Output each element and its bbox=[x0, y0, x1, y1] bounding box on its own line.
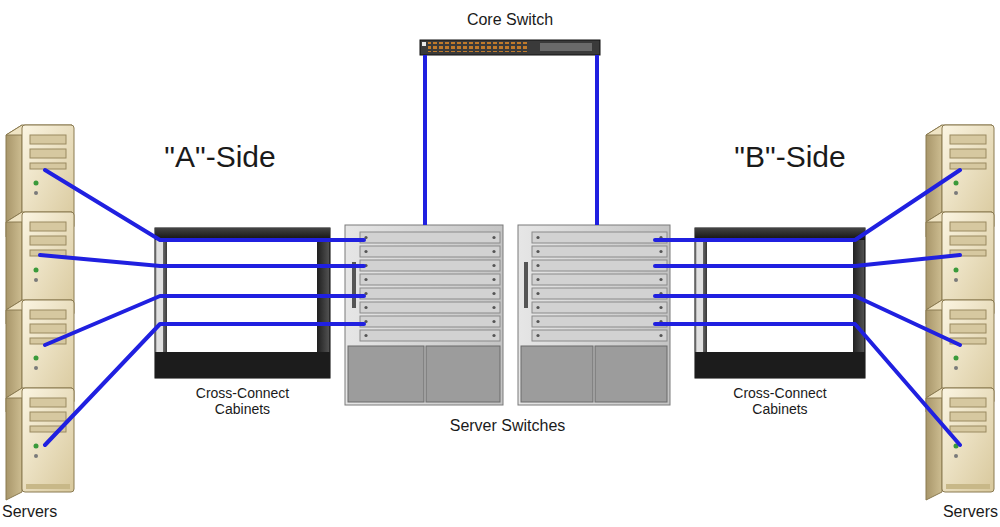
switch-chassis bbox=[518, 225, 670, 405]
slot-screw bbox=[364, 250, 367, 253]
switch-slot bbox=[532, 232, 667, 243]
network-cable bbox=[670, 238, 695, 242]
core-switch-body bbox=[420, 40, 600, 55]
core-switch: Core Switch bbox=[420, 40, 600, 55]
network-cable bbox=[670, 322, 695, 326]
slot-screw bbox=[492, 306, 495, 309]
label-box: Servers bbox=[943, 503, 998, 521]
slot-screw bbox=[492, 236, 495, 239]
node-label-box: Server Switches bbox=[450, 417, 566, 435]
slot-screw bbox=[536, 306, 539, 309]
side-heading: "A"-Side bbox=[164, 140, 275, 175]
slot-screw bbox=[492, 278, 495, 281]
slot-screw bbox=[536, 292, 539, 295]
slot-screw bbox=[536, 236, 539, 239]
switch-slot bbox=[532, 260, 667, 271]
switch-slot bbox=[360, 330, 500, 341]
network-cable bbox=[330, 238, 345, 242]
switch-slot bbox=[360, 274, 500, 285]
label-box: Servers bbox=[2, 503, 57, 521]
server-cables bbox=[40, 170, 960, 445]
slot-screw bbox=[659, 278, 662, 281]
side-heading: "B"-Side bbox=[734, 140, 845, 175]
node-label: Server Switches bbox=[450, 417, 566, 435]
cabinet-frame bbox=[155, 228, 330, 378]
node-label: Cross-Connect Cabinets bbox=[715, 385, 845, 417]
servers-label: Servers bbox=[943, 503, 998, 521]
server-switches: Server Switches bbox=[345, 225, 670, 405]
switch-slot bbox=[532, 302, 667, 313]
switch-slot bbox=[360, 260, 500, 271]
slot-screw bbox=[536, 320, 539, 323]
switch-chassis bbox=[345, 225, 503, 405]
slot-screw bbox=[492, 292, 495, 295]
network-cable bbox=[330, 322, 345, 326]
switch-slot bbox=[532, 246, 667, 257]
servers-label: Servers bbox=[2, 503, 57, 521]
slot-screw bbox=[536, 278, 539, 281]
slot-screw bbox=[492, 250, 495, 253]
network-cable bbox=[423, 55, 427, 225]
switch-slot bbox=[360, 316, 500, 327]
switch-slot bbox=[360, 302, 500, 313]
node-label: Cross-Connect Cabinets bbox=[178, 385, 308, 417]
slot-screw bbox=[492, 320, 495, 323]
network-cable bbox=[670, 264, 695, 268]
slot-screw bbox=[659, 334, 662, 337]
slot-screw bbox=[659, 250, 662, 253]
network-cable bbox=[330, 264, 345, 268]
switch-slot bbox=[360, 232, 500, 243]
cross-connect-cabinet: Cross-Connect Cabinets bbox=[695, 228, 865, 378]
slot-screw bbox=[536, 264, 539, 267]
slot-screw bbox=[364, 278, 367, 281]
slot-screw bbox=[364, 334, 367, 337]
slot-screw bbox=[536, 334, 539, 337]
slot-screw bbox=[492, 264, 495, 267]
slot-screw bbox=[492, 334, 495, 337]
switch-slot bbox=[532, 274, 667, 285]
slot-screw bbox=[536, 250, 539, 253]
slot-screw bbox=[659, 306, 662, 309]
node-label: Core Switch bbox=[467, 11, 553, 29]
network-cable bbox=[670, 294, 695, 298]
node-label-box: Core Switch bbox=[467, 11, 553, 29]
cabinet-frame bbox=[695, 228, 865, 378]
switch-slot bbox=[360, 246, 500, 257]
cross-connect-cabinet: Cross-Connect Cabinets bbox=[155, 228, 330, 378]
switch-slot bbox=[532, 330, 667, 341]
slot-screw bbox=[364, 306, 367, 309]
label-box: "A"-Side bbox=[164, 140, 275, 175]
label-box: "B"-Side bbox=[734, 140, 845, 175]
network-cable bbox=[330, 294, 345, 298]
switch-slot bbox=[532, 288, 667, 299]
network-cable bbox=[595, 55, 599, 225]
switch-slot bbox=[360, 288, 500, 299]
node-label-box: Cross-Connect Cabinets bbox=[715, 385, 845, 417]
switch-slot bbox=[532, 316, 667, 327]
node-label-box: Cross-Connect Cabinets bbox=[178, 385, 308, 417]
